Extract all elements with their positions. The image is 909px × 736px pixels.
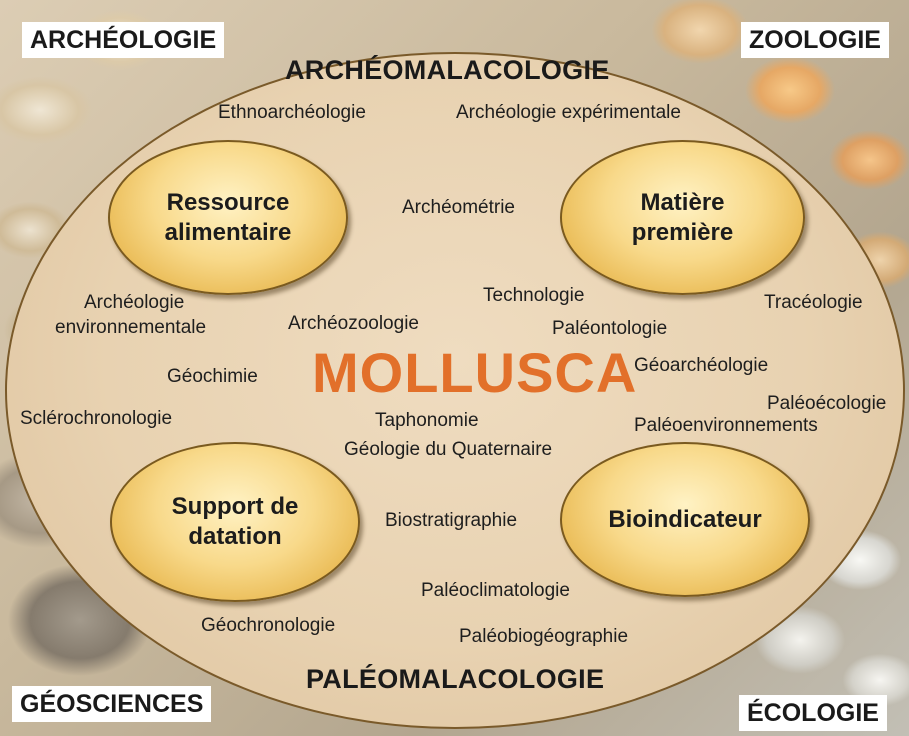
discipline-archeometrie: Archéométrie [402,197,515,218]
discipline-taphonomie: Taphonomie [375,410,479,431]
role-label-line: Support de [171,493,299,520]
discipline-archeologie-experimentale: Archéologie expérimentale [456,102,681,123]
heading-archeomalacologie: ARCHÉOMALACOLOGIE [285,55,610,85]
role-support-de-datation: Support de datation [110,442,360,602]
role-label-line: première [631,218,734,246]
heading-paleomalacologie: PALÉOMALACOLOGIE [306,664,605,694]
role-label-line: Matière [640,188,725,216]
discipline-geoarcheologie: Géoarchéologie [634,355,769,376]
corner-label-archeologie: ARCHÉOLOGIE [22,22,225,58]
discipline-paleoecologie: Paléoécologie [767,393,887,414]
corner-label-geosciences: GÉOSCIENCES [12,686,212,722]
discipline-archeologie-env-line2: environnementale [55,317,207,338]
discipline-ethnoarcheologie: Ethnoarchéologie [218,102,366,123]
corner-label-ecologie: ÉCOLOGIE [739,695,887,731]
discipline-archeologie-env-line1: Archéologie [84,292,185,313]
discipline-paleoclimatologie: Paléoclimatologie [421,580,570,601]
discipline-paleobiogeographie: Paléobiogéographie [459,626,629,647]
discipline-paleontologie: Paléontologie [552,318,668,339]
corner-label-zoologie: ZOOLOGIE [741,22,889,58]
role-ressource-alimentaire: Ressource alimentaire [108,140,348,295]
role-label-line: datation [188,523,282,550]
discipline-paleoenvironnements: Paléoenvironnements [634,415,818,436]
role-label-line: Bioindicateur [608,505,762,533]
discipline-geochimie: Géochimie [167,366,258,387]
discipline-sclerochronologie: Sclérochronologie [20,408,173,429]
discipline-geologie-quaternaire: Géologie du Quaternaire [344,439,553,460]
role-bioindicateur: Bioindicateur [560,442,810,597]
discipline-traceologie: Tracéologie [764,292,863,313]
discipline-biostratigraphie: Biostratigraphie [385,510,518,531]
role-label-line: alimentaire [164,218,292,246]
center-title-mollusca: MOLLUSCA [312,341,638,404]
role-matiere-premiere: Matière première [560,140,805,295]
role-label-line: Ressource [166,188,290,216]
discipline-technologie: Technologie [483,285,585,306]
discipline-archeozoologie: Archéozoologie [288,313,419,334]
discipline-geochronologie: Géochronologie [201,615,336,636]
